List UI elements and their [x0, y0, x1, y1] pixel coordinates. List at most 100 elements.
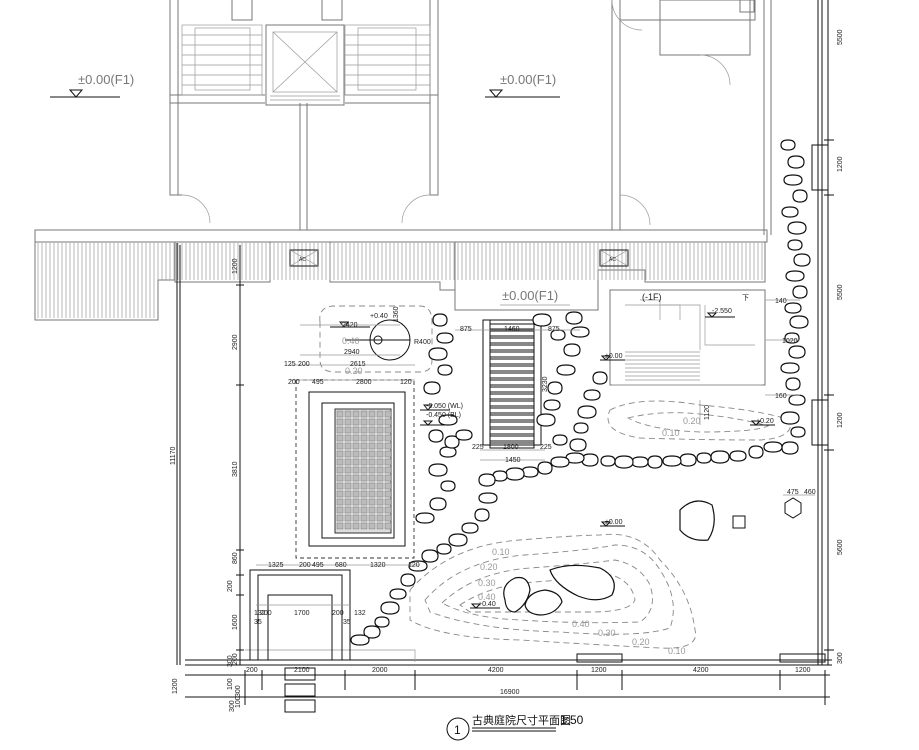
stepping-stone — [448, 533, 468, 547]
contour-label: 0.30 — [598, 628, 616, 638]
bridge-plank — [489, 393, 535, 400]
roof-tile — [336, 426, 344, 434]
roof-tile — [376, 490, 384, 498]
dim-inner: 35 — [254, 619, 262, 626]
roof-tile — [376, 450, 384, 458]
dim-left: 860 — [232, 552, 239, 564]
dim-inner: 200 — [299, 562, 311, 569]
roof-tile — [336, 442, 344, 450]
bridge-plank — [489, 365, 535, 372]
roof-tile — [360, 410, 368, 418]
roof-tile — [376, 498, 384, 506]
stepping-stone — [380, 601, 400, 615]
stepping-stone — [781, 206, 799, 218]
stepping-stone — [492, 470, 508, 482]
stepping-stone — [583, 389, 601, 401]
stepping-stone — [505, 467, 525, 481]
roof-tile — [368, 442, 376, 450]
stepping-stone — [577, 405, 597, 419]
roof-tile — [376, 434, 384, 442]
roof-tile — [336, 522, 344, 530]
dim-bottom: 4200 — [488, 667, 504, 674]
dim-bottom: 200 — [246, 667, 258, 674]
roof-tile — [344, 434, 352, 442]
roof-tile — [384, 410, 392, 418]
roof-tile — [344, 490, 352, 498]
roof-tile — [368, 514, 376, 522]
roof-tile — [360, 450, 368, 458]
stepping-stone — [532, 313, 552, 327]
dim-right: 300 — [837, 652, 844, 664]
stepping-stone — [436, 332, 454, 344]
stepping-stone — [550, 456, 570, 468]
roof-tile — [384, 498, 392, 506]
stepping-stone — [793, 253, 811, 267]
gate — [249, 569, 351, 713]
roof-tile — [384, 514, 392, 522]
dim-inner: 1360 — [393, 306, 400, 322]
stepping-stone — [439, 446, 457, 458]
pond-area — [295, 305, 433, 559]
bridge-plank — [489, 358, 535, 365]
roof-tile — [384, 442, 392, 450]
roof-tile — [352, 498, 360, 506]
bridge-plank — [489, 386, 535, 393]
roof-tile — [352, 474, 360, 482]
dim-inner: 460 — [804, 489, 816, 496]
dim-bottom: 1200 — [795, 667, 811, 674]
dim-inner: 300 — [229, 700, 236, 712]
stepping-stone — [565, 452, 585, 464]
dim-inner: 120 — [408, 562, 420, 569]
dim-inner: 300 — [227, 655, 234, 667]
roof-tile — [352, 482, 360, 490]
roof-tile — [384, 474, 392, 482]
level-minus1f: (-1F) — [642, 292, 662, 302]
stepping-stone — [647, 455, 663, 469]
stepping-stone — [696, 452, 712, 464]
stepping-stone — [600, 455, 616, 467]
roof-tile — [376, 514, 384, 522]
bridge-plank — [489, 428, 535, 435]
contour-label: 0.10 — [662, 428, 680, 438]
roof-tile — [336, 514, 344, 522]
roof-tile — [344, 418, 352, 426]
stepping-stone — [521, 466, 539, 478]
roof-tile — [336, 458, 344, 466]
level-pond-wl: -0.050 (WL) — [426, 403, 463, 410]
stepping-stone — [550, 329, 566, 341]
stepping-stone — [789, 315, 809, 329]
roof-tile — [368, 410, 376, 418]
stepping-stone — [440, 480, 456, 492]
dim-inner: 200 — [288, 379, 300, 386]
roof-tile — [360, 442, 368, 450]
dim-inner: 1450 — [505, 457, 521, 464]
stepping-stone — [570, 326, 590, 338]
roof-tile — [336, 474, 344, 482]
level-terrace: +0.40 — [370, 313, 388, 320]
roof-tile — [360, 458, 368, 466]
stepping-stone — [614, 455, 634, 469]
roof-tile — [360, 474, 368, 482]
stepping-stone — [784, 302, 802, 314]
dim-right: 1200 — [837, 412, 844, 428]
roof-tile — [336, 466, 344, 474]
ac-units — [289, 249, 629, 267]
roof-tile — [352, 506, 360, 514]
roof-tile — [376, 418, 384, 426]
stepping-stone — [780, 411, 800, 425]
stepping-stone — [432, 313, 448, 327]
stepping-stone — [537, 461, 553, 475]
dim-inner: 132 — [354, 610, 366, 617]
roof-tile — [368, 474, 376, 482]
stepping-stone — [662, 455, 682, 467]
roof-tile — [376, 522, 384, 530]
roof-tile — [360, 514, 368, 522]
roof-tile — [336, 450, 344, 458]
stepping-stone — [787, 155, 805, 169]
dim-inner: 200 — [260, 610, 272, 617]
dim-inner: 2800 — [356, 379, 372, 386]
down-arrow-label: 下 — [742, 294, 749, 302]
stepping-stone — [785, 270, 805, 282]
stepping-stone — [679, 453, 697, 467]
contour-label: 0.40 — [478, 592, 496, 602]
